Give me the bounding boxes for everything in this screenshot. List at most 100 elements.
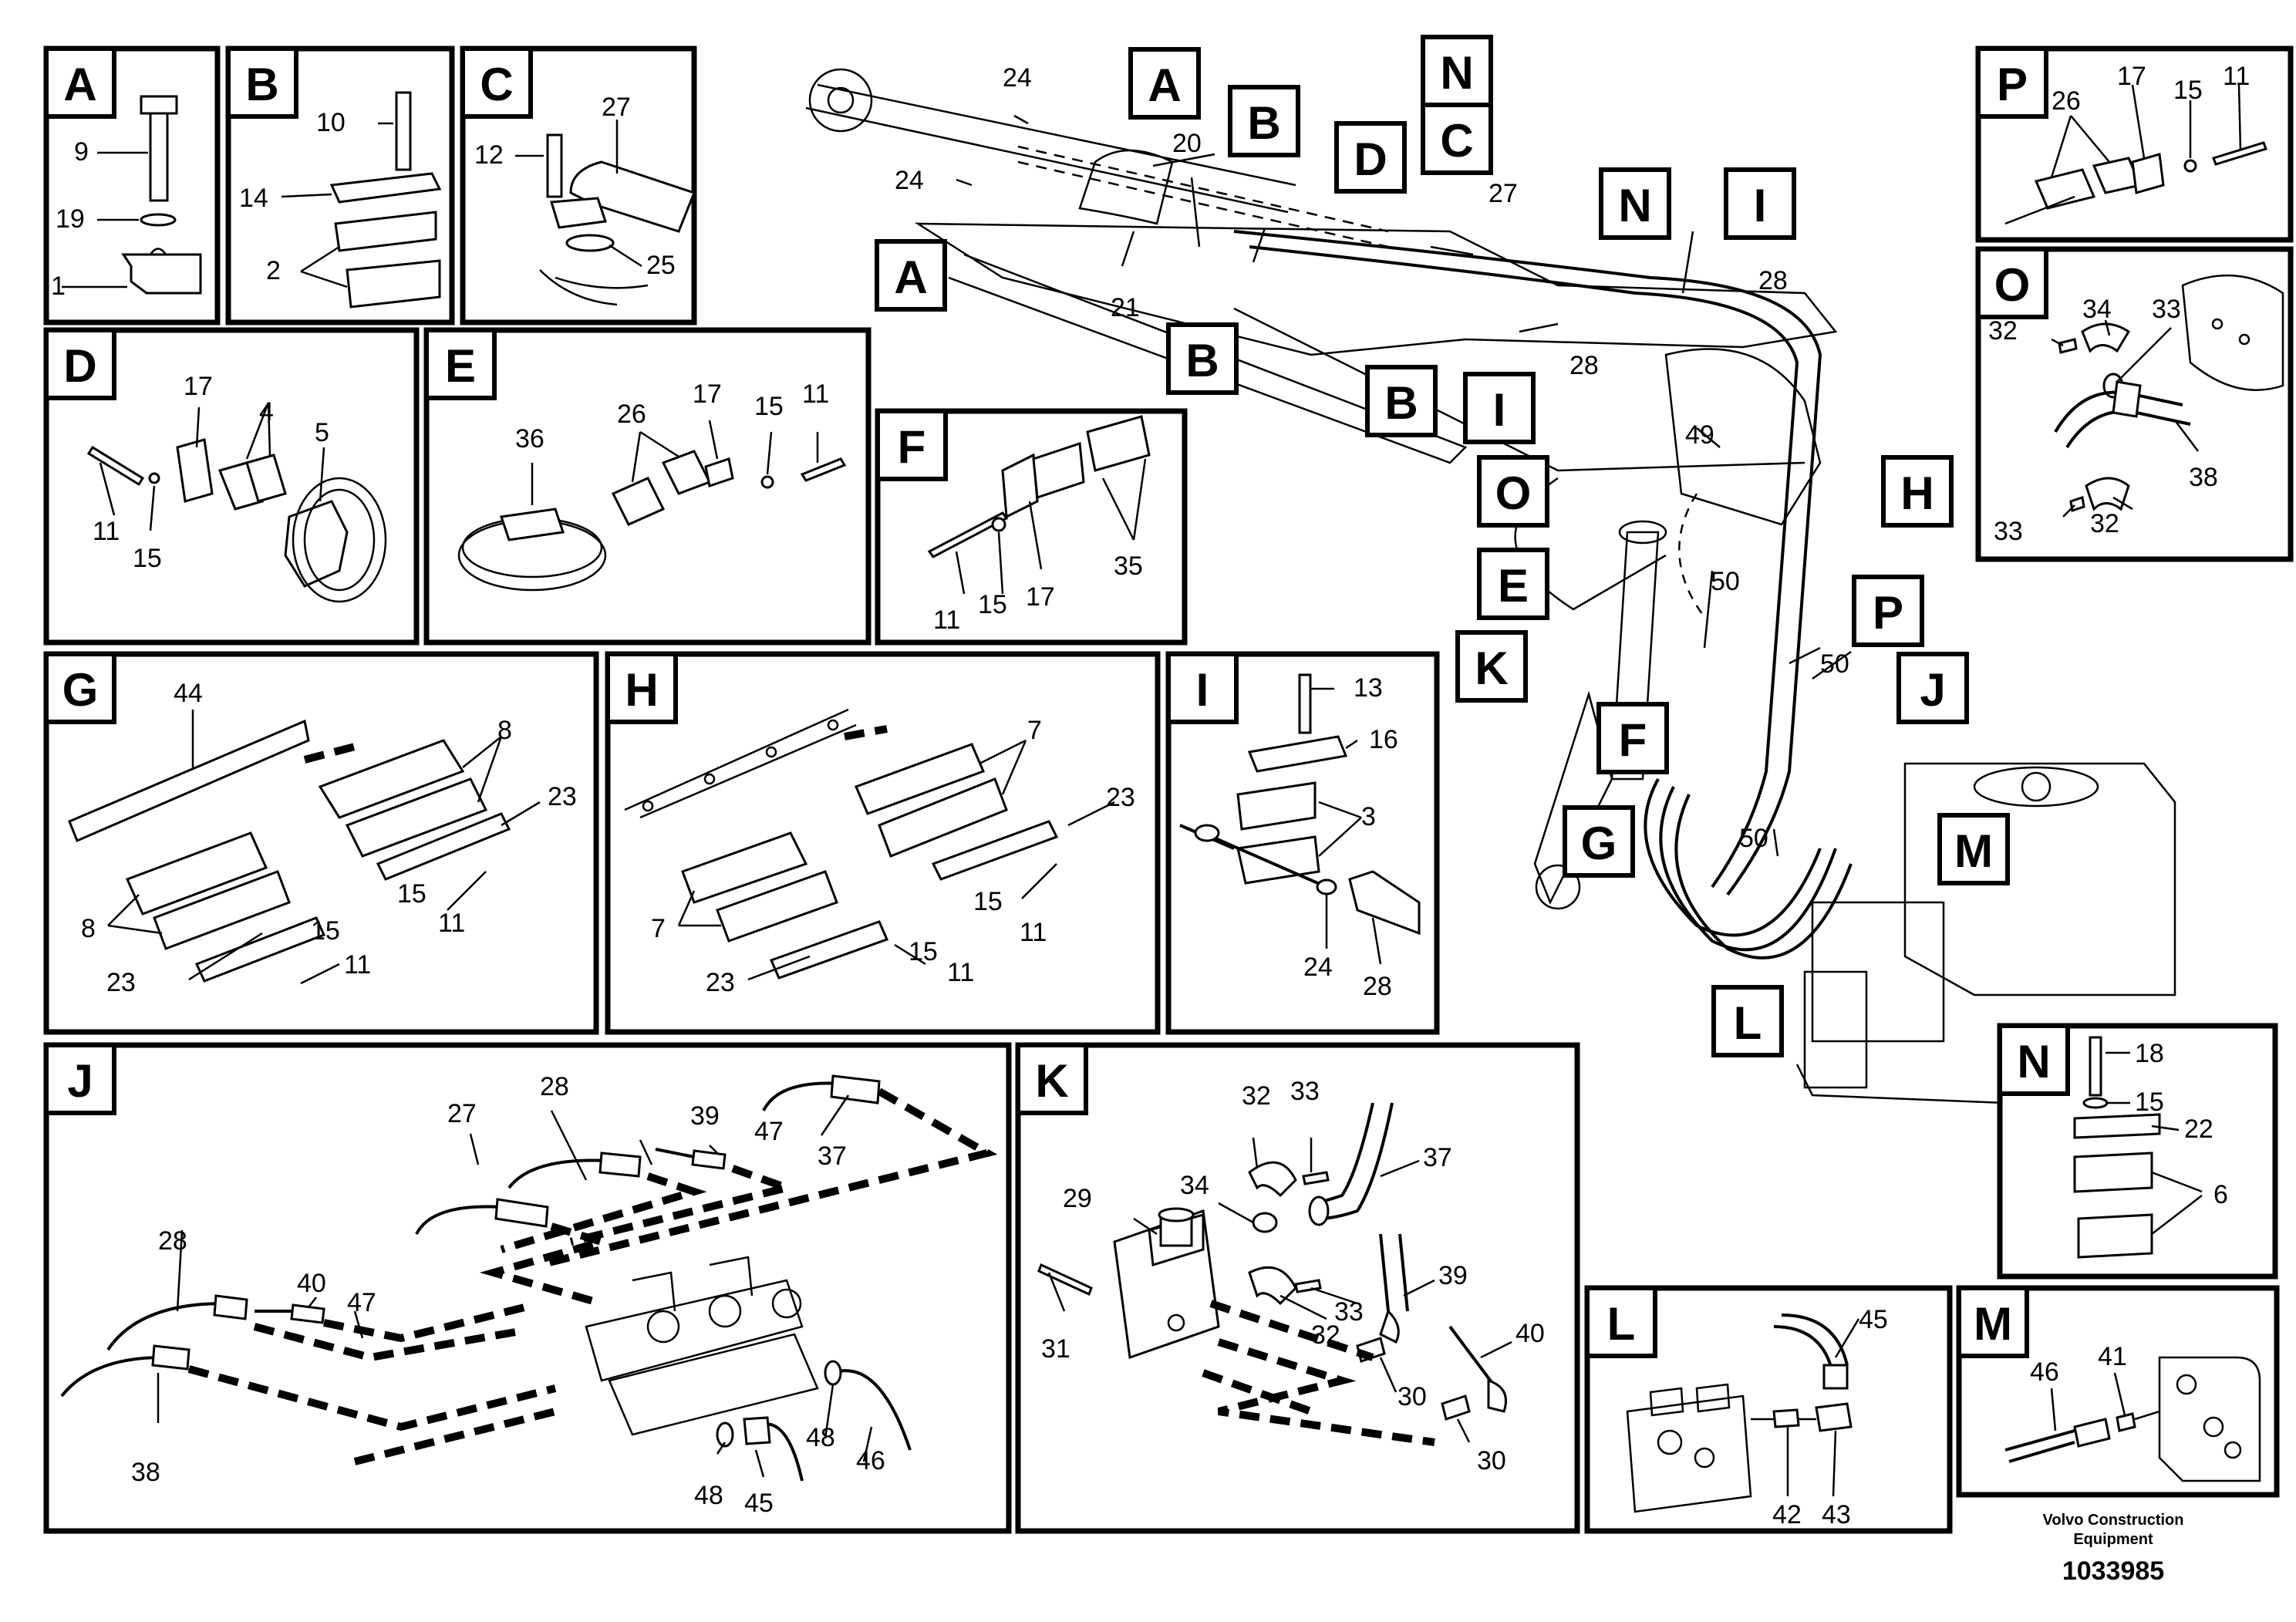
overview-tag: G bbox=[1563, 805, 1635, 878]
panel-tag: E bbox=[445, 340, 476, 392]
panel-k: K 32 33 29 34 37 31 39 33 32 40 30 30 bbox=[1015, 1042, 1580, 1534]
footer: Volvo Construction Equipment 1033985 bbox=[2043, 1512, 2184, 1586]
part-label: 31 bbox=[1041, 1334, 1070, 1364]
part-label: 28 bbox=[540, 1072, 569, 1101]
part-label: 22 bbox=[2184, 1114, 2213, 1144]
part-label: 11 bbox=[933, 605, 960, 635]
panel-a: A 9 19 1 bbox=[43, 46, 221, 325]
panel-j: J 28 bbox=[43, 1042, 1012, 1534]
panel-o: O 32 34 33 38 33 32 bbox=[1975, 246, 2294, 562]
part-label: 2 bbox=[266, 256, 281, 285]
part-label: 15 bbox=[973, 887, 1003, 916]
panel-tag: D bbox=[63, 340, 96, 392]
part-label: 11 bbox=[802, 379, 829, 409]
part-label: 47 bbox=[347, 1288, 376, 1317]
panel-e: E 36 26 17 15 11 bbox=[423, 327, 872, 646]
svg-text:E: E bbox=[1498, 560, 1529, 612]
part-label: 23 bbox=[706, 968, 735, 997]
overview-tag: K bbox=[1455, 630, 1528, 703]
panel-tag: B bbox=[245, 59, 278, 110]
panel-tag: P bbox=[1997, 59, 2028, 110]
svg-text:L: L bbox=[1734, 997, 1762, 1049]
overview-label: 28 bbox=[1758, 266, 1788, 295]
part-label: 8 bbox=[497, 716, 512, 745]
part-label: 47 bbox=[754, 1117, 784, 1146]
part-label: 10 bbox=[316, 108, 346, 137]
panel-b: B 10 14 2 bbox=[225, 46, 455, 325]
part-label: 30 bbox=[1397, 1382, 1427, 1411]
svg-text:F: F bbox=[1619, 714, 1647, 766]
part-label: 39 bbox=[1438, 1261, 1468, 1290]
svg-text:C: C bbox=[1440, 115, 1473, 167]
overview-labels: 24 24 20 21 27 28 28 49 50 50 50 bbox=[895, 63, 1849, 853]
panel-tag: I bbox=[1196, 664, 1209, 716]
overview-tags: A A B B B D N C N I I O E K F G H P J M … bbox=[875, 35, 2010, 1057]
part-label: 17 bbox=[693, 379, 722, 409]
company-name: Volvo Construction bbox=[2043, 1512, 2184, 1529]
svg-text:B: B bbox=[1185, 335, 1219, 386]
overview-label: 24 bbox=[895, 166, 924, 195]
part-label: 32 bbox=[2090, 509, 2119, 538]
part-label: 19 bbox=[56, 204, 85, 234]
overview-tag: I bbox=[1724, 167, 1796, 240]
part-label: 26 bbox=[2052, 86, 2081, 116]
part-label: 18 bbox=[2135, 1039, 2164, 1068]
part-label: 28 bbox=[1363, 972, 1392, 1001]
overview-label: 50 bbox=[1711, 567, 1740, 596]
overview-tag: N bbox=[1421, 35, 1493, 107]
panel-tag: G bbox=[62, 664, 99, 716]
svg-text:G: G bbox=[1581, 818, 1617, 869]
part-label: 32 bbox=[1988, 316, 2018, 346]
overview-tag: H bbox=[1881, 455, 1954, 528]
part-label: 33 bbox=[1994, 517, 2023, 546]
part-label: 7 bbox=[651, 914, 666, 943]
part-label: 9 bbox=[74, 137, 89, 167]
overview-label: 27 bbox=[1489, 179, 1518, 208]
part-label: 44 bbox=[174, 679, 203, 708]
panel-l: L 45 42 43 bbox=[1584, 1285, 1953, 1534]
panel-d: D 17 4 5 11 15 bbox=[43, 327, 420, 646]
svg-text:I: I bbox=[1754, 180, 1767, 231]
part-label: 28 bbox=[158, 1226, 187, 1256]
overview-tag: E bbox=[1477, 548, 1549, 620]
part-label: 27 bbox=[602, 93, 631, 122]
overview-tag: J bbox=[1896, 652, 1969, 724]
svg-text:B: B bbox=[1247, 97, 1280, 149]
svg-text:A: A bbox=[894, 251, 927, 303]
part-label: 30 bbox=[1477, 1446, 1506, 1475]
svg-text:K: K bbox=[1475, 642, 1508, 694]
part-label: 27 bbox=[447, 1099, 477, 1128]
overview-label: 49 bbox=[1685, 420, 1714, 450]
overview-tag: O bbox=[1477, 455, 1549, 528]
panel-f: F 11 15 17 35 bbox=[875, 408, 1188, 646]
part-label: 35 bbox=[1114, 551, 1143, 581]
panel-h: H 7 23 7 15 11 23 15 11 bbox=[605, 651, 1161, 1035]
part-label: 16 bbox=[1369, 725, 1398, 754]
part-label: 15 bbox=[978, 590, 1007, 619]
panel-tag: O bbox=[1994, 259, 2031, 311]
part-label: 38 bbox=[2189, 463, 2218, 492]
part-label: 25 bbox=[646, 251, 676, 280]
part-label: 46 bbox=[856, 1446, 885, 1475]
svg-text:B: B bbox=[1384, 377, 1418, 429]
company-name-line2: Equipment bbox=[2073, 1531, 2153, 1548]
part-label: 11 bbox=[2223, 62, 2250, 91]
part-label: 17 bbox=[1026, 582, 1055, 612]
part-label: 32 bbox=[1311, 1320, 1340, 1350]
part-label: 6 bbox=[2213, 1180, 2228, 1209]
panel-g: G 44 8 23 8 15 11 23 15 11 bbox=[43, 651, 599, 1035]
overview-tag: N bbox=[1599, 167, 1671, 240]
part-label: 46 bbox=[2030, 1357, 2059, 1387]
part-label: 26 bbox=[617, 400, 646, 429]
svg-text:N: N bbox=[1440, 47, 1473, 99]
overview-tag: F bbox=[1596, 702, 1669, 774]
part-label: 15 bbox=[754, 392, 784, 421]
part-label: 3 bbox=[1361, 802, 1376, 831]
part-label: 11 bbox=[344, 950, 371, 980]
overview-label: 28 bbox=[1569, 351, 1599, 380]
part-label: 17 bbox=[2117, 62, 2146, 91]
overview-tag: M bbox=[1937, 813, 2010, 885]
part-label: 37 bbox=[818, 1141, 847, 1171]
svg-text:A: A bbox=[1148, 59, 1181, 111]
